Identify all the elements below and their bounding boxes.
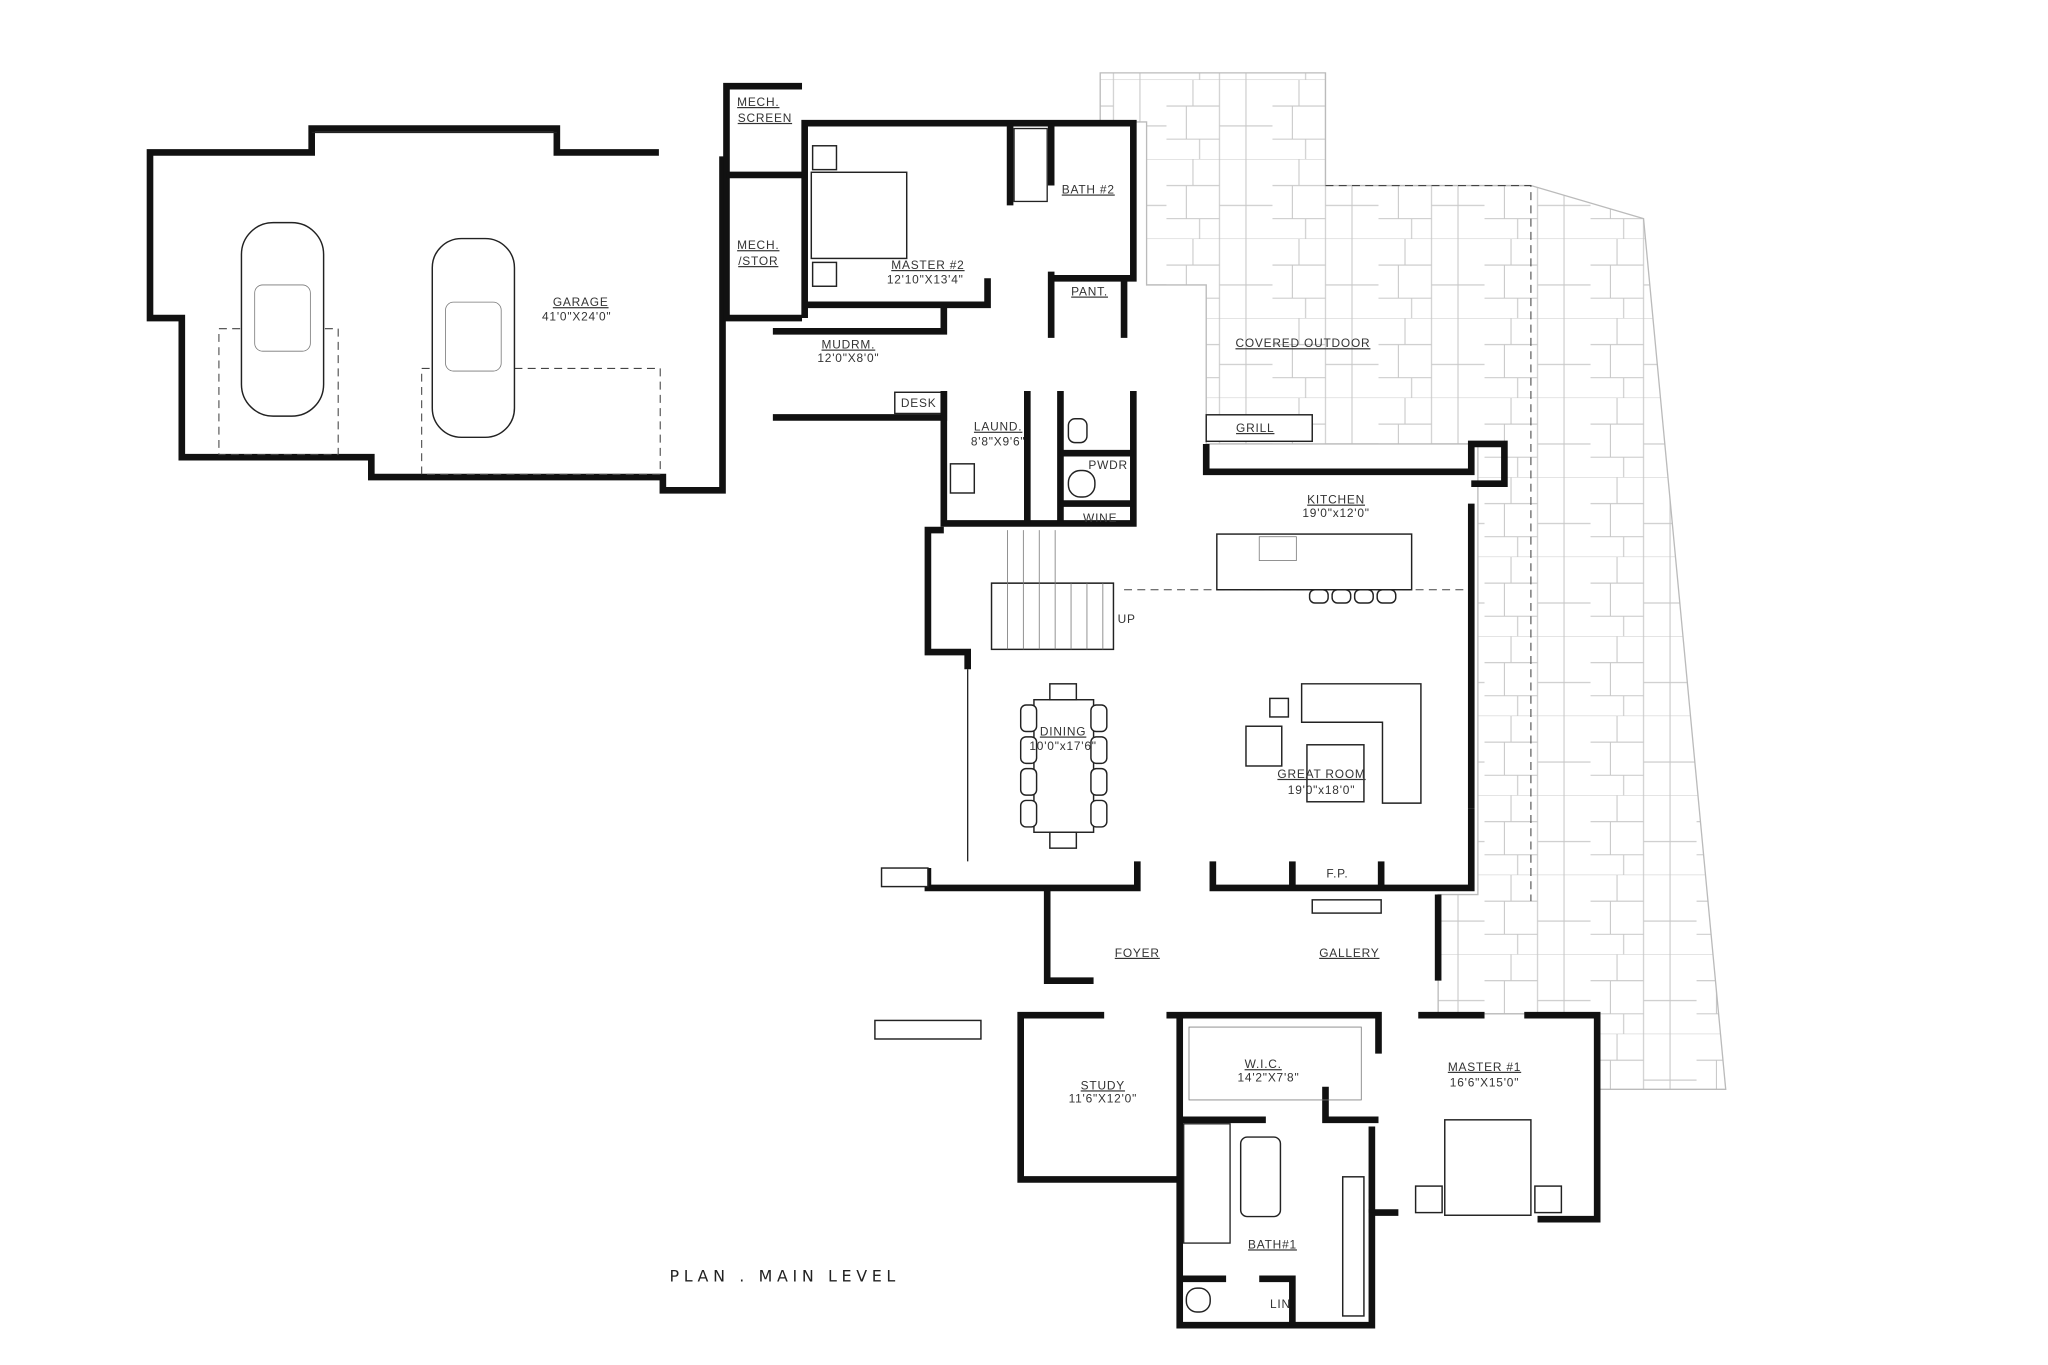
great-room-label: GREAT ROOM [1277,767,1365,781]
gallery-label: GALLERY [1319,946,1379,960]
car-icon [431,237,516,439]
master1-label: MASTER #1 [1448,1060,1521,1074]
bar-stools [1308,589,1397,604]
covered-outdoor-label: COVERED OUTDOOR [1235,336,1370,350]
mech-stor-label-2: /STOR [738,254,778,268]
staircase [990,530,1115,651]
linen-label: LIN [1270,1297,1291,1311]
pantry-label: PANT. [1071,285,1108,299]
patio-paving [1099,72,1727,1091]
mech-stor-label: MECH. [737,238,779,252]
mudroom-size: 12'0"X8'0" [817,351,879,365]
dining-table [1019,683,1108,849]
study-label: STUDY [1081,1078,1125,1092]
wic-label: W.I.C. [1245,1057,1282,1071]
powder-label: PWDR [1088,458,1128,472]
garage-size: 41'0"X24'0" [542,310,611,324]
bath1-label: BATH#1 [1248,1237,1297,1251]
main-body-walls [924,414,1508,914]
master2-label: MASTER #2 [891,258,964,272]
fireplace-label: F.P. [1326,866,1348,880]
sectional-sofa [1245,683,1422,804]
garage-label: GARAGE [553,295,609,309]
plan-title: PLAN . MAIN LEVEL [669,1267,899,1286]
room-labels: GARAGE 41'0"X24'0" MECH. SCREEN MECH. /S… [542,95,1521,1311]
upper-wing-walls [723,82,1137,421]
car-icon [240,221,325,417]
dining-size: 10'0"x17'6" [1029,739,1096,753]
study-size: 11'6"X12'0" [1069,1092,1138,1106]
bed [1414,1119,1563,1216]
laundry-size: 8'8"X9'6" [971,434,1026,448]
great-room-size: 19'0"x18'0" [1288,783,1355,797]
kitchen-label: KITCHEN [1307,493,1365,507]
bath2-label: BATH #2 [1062,182,1115,196]
master1-size: 16'6"X15'0" [1450,1076,1519,1090]
mech-screen-label-2: SCREEN [738,111,792,125]
stairs-up-label: UP [1118,612,1136,626]
mech-screen-label: MECH. [737,95,779,109]
dining-label: DINING [1040,725,1086,739]
kitchen-size: 19'0"x12'0" [1302,506,1369,520]
laundry-label: LAUND. [974,420,1022,434]
desk-label: DESK [901,396,937,410]
lower-wing-walls [1017,887,1601,1329]
mudroom-label: MUDRM. [822,338,876,352]
service-walls [940,390,1137,527]
foyer-label: FOYER [1115,946,1160,960]
wic-size: 14'2"X7'8" [1237,1070,1299,1084]
wine-label: WINE [1083,511,1117,525]
grill-label: GRILL [1236,421,1274,435]
master2-size: 12'10"X13'4" [887,273,964,287]
garage [146,125,726,494]
